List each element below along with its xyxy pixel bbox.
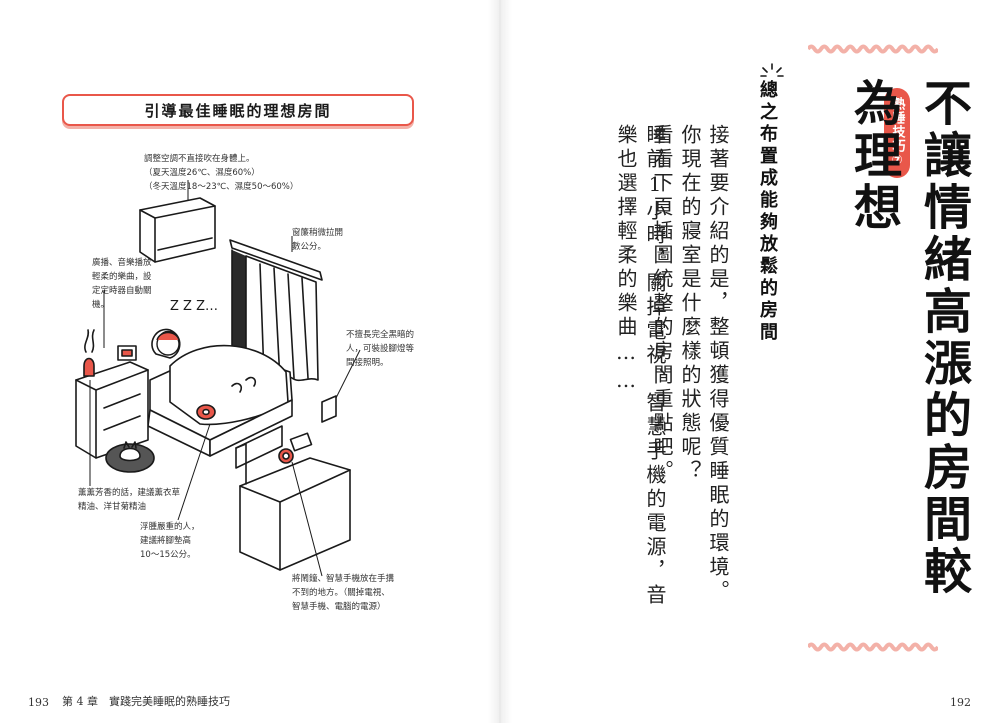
page-number-right: 192 — [950, 696, 971, 709]
body-line-2: 你現在的寢室是什麼樣的狀態呢？ — [678, 124, 702, 484]
page-subheadline: 總之布置成能夠放鬆的房間 — [757, 80, 778, 344]
cat-on-rug-icon — [105, 441, 155, 473]
body-line-1: 接著要介紹的是，整頓獲得優質睡眠的環境。 — [706, 124, 730, 604]
bedroom-illustration: Z Z Z… — [75, 180, 361, 577]
page-number-left: 193 — [28, 696, 49, 709]
section-tag-label: 熟睡技巧⑦ — [889, 97, 905, 169]
page-headline: 不讓情緒高漲的房間較為理想 — [845, 78, 971, 598]
nightstand-icon — [75, 329, 149, 459]
annotation-mattress: 浮腫嚴重的人， 建議將腳墊高 10～15公分。 — [140, 522, 200, 560]
annotation-nightlight: 不擅長完全黑暗的 人，可裝設腳燈等 間接照明。 — [346, 330, 415, 368]
sleeping-person-icon — [156, 331, 180, 356]
annotation-phone: 將鬧鐘、智慧手機放在手搆 不到的地方。（關掉電視、 智慧手機、電腦的電源） — [292, 574, 395, 612]
annotation-aircon: 調整空調不直接吹在身體上。 （夏天溫度26℃、濕度60%） （冬天溫度18～23… — [144, 154, 299, 192]
air-conditioner-icon — [139, 197, 216, 263]
desk-tv-icon — [235, 425, 351, 571]
section-tag: 熟睡技巧⑦ — [884, 88, 910, 178]
body-line-3: 看看下頁插圖統整的房間重點吧。 — [650, 124, 674, 484]
annotation-radio: 廣播、音樂播放 輕柔的樂曲，設 定定時器自動關 機。 — [92, 258, 152, 310]
wavy-border-bottom — [808, 642, 938, 652]
wavy-border-top — [808, 44, 938, 54]
sleep-zzz: Z Z Z… — [170, 299, 218, 314]
sparkle-icon — [760, 63, 784, 77]
book-spine-shadow — [488, 0, 512, 723]
body-line-4: 睡前1小時，關掉電視、智慧手機的電源，音樂也選擇輕柔的樂曲…… — [614, 124, 667, 608]
illustration-title-box: 引導最佳睡眠的理想房間 — [62, 94, 414, 126]
running-head: 第 4 章 實踐完美睡眠的熟睡技巧 — [62, 695, 230, 708]
foot-pillow-icon — [196, 404, 216, 420]
night-light-icon — [321, 395, 337, 423]
annotation-aroma: 薰薰芳香的話，建議薰衣草 精油、洋甘菊精油 — [78, 488, 181, 512]
annotation-curtain: 窗簾稍微拉開 數公分。 — [292, 228, 344, 252]
illustration-title: 引導最佳睡眠的理想房間 — [144, 101, 332, 120]
